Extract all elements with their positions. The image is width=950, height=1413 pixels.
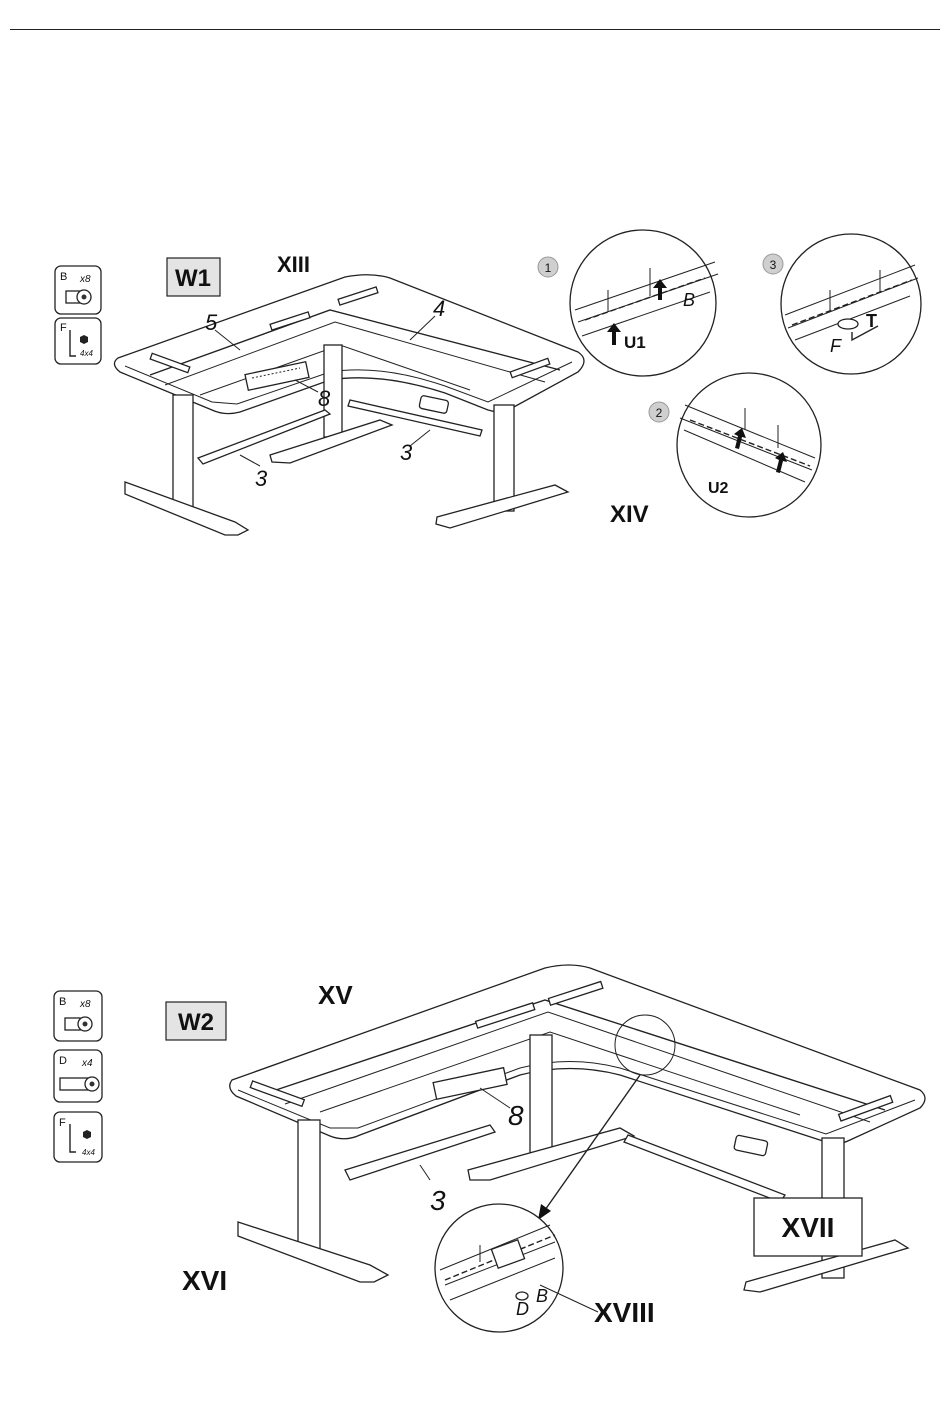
svg-text:XVII: XVII xyxy=(782,1212,835,1243)
svg-text:D: D xyxy=(516,1299,529,1319)
callout-beam-right: 4 xyxy=(433,296,445,321)
step-badge-w2: W2 xyxy=(166,1002,226,1040)
parts-box-hex-key-f: F 4x4 xyxy=(55,318,101,364)
part-qty: x8 xyxy=(79,274,91,285)
figure-label-xvi: XVI xyxy=(182,1265,227,1296)
parts-box-hex-key-f-2: F 4x4 xyxy=(54,1112,102,1162)
figure-label-xviii: XVIII xyxy=(594,1297,655,1328)
callout-crossbar: 3 xyxy=(255,466,268,491)
callout-control-box: 8 xyxy=(318,386,331,411)
figure-label-xiii: XIII xyxy=(277,252,310,277)
svg-text:D: D xyxy=(59,1055,67,1067)
parts-box-bolt-b-2: B x8 xyxy=(54,991,102,1041)
detail-circle-3: 3 T F xyxy=(763,234,921,374)
parts-box-bolt-b: B x8 xyxy=(55,266,101,314)
callout-beam-left: 5 xyxy=(205,310,218,335)
figure-label-xiv: XIV xyxy=(610,501,649,528)
svg-text:x4: x4 xyxy=(81,1058,93,1069)
callout-crossbar: 3 xyxy=(430,1185,446,1216)
step-badge-w1: W1 xyxy=(167,258,220,296)
svg-text:W1: W1 xyxy=(175,265,211,292)
bolt-icon xyxy=(65,1017,92,1031)
svg-text:x8: x8 xyxy=(79,999,91,1010)
svg-text:W2: W2 xyxy=(178,1009,214,1036)
long-bolt-icon xyxy=(60,1077,99,1091)
part-letter: F xyxy=(60,322,67,334)
svg-text:B: B xyxy=(59,996,66,1008)
svg-text:F: F xyxy=(830,336,842,356)
svg-text:3: 3 xyxy=(770,258,777,272)
detail-circle-xviii: D B xyxy=(435,1204,598,1332)
parts-box-long-bolt-d: D x4 xyxy=(54,1050,102,1102)
svg-text:B: B xyxy=(683,290,695,310)
svg-text:1: 1 xyxy=(545,261,552,275)
callout-control-box: 8 xyxy=(508,1100,524,1131)
svg-text:F: F xyxy=(59,1117,66,1129)
callout-crossbar-right: 3 xyxy=(400,440,413,465)
svg-text:T: T xyxy=(866,311,877,331)
figure-box-xvii: XVII xyxy=(754,1198,862,1256)
svg-text:B: B xyxy=(536,1286,548,1306)
detail-circle-2: 2 U2 xyxy=(649,373,821,517)
bolt-icon xyxy=(66,290,91,304)
svg-text:U1: U1 xyxy=(624,333,646,352)
figure-label-xv: XV xyxy=(318,980,353,1010)
svg-text:2: 2 xyxy=(656,406,663,420)
desk-frame-step1 xyxy=(114,275,584,535)
svg-text:U2: U2 xyxy=(708,480,729,497)
part-qty: 4x4 xyxy=(80,349,93,358)
svg-text:4x4: 4x4 xyxy=(82,1148,95,1157)
part-letter: B xyxy=(60,271,67,283)
